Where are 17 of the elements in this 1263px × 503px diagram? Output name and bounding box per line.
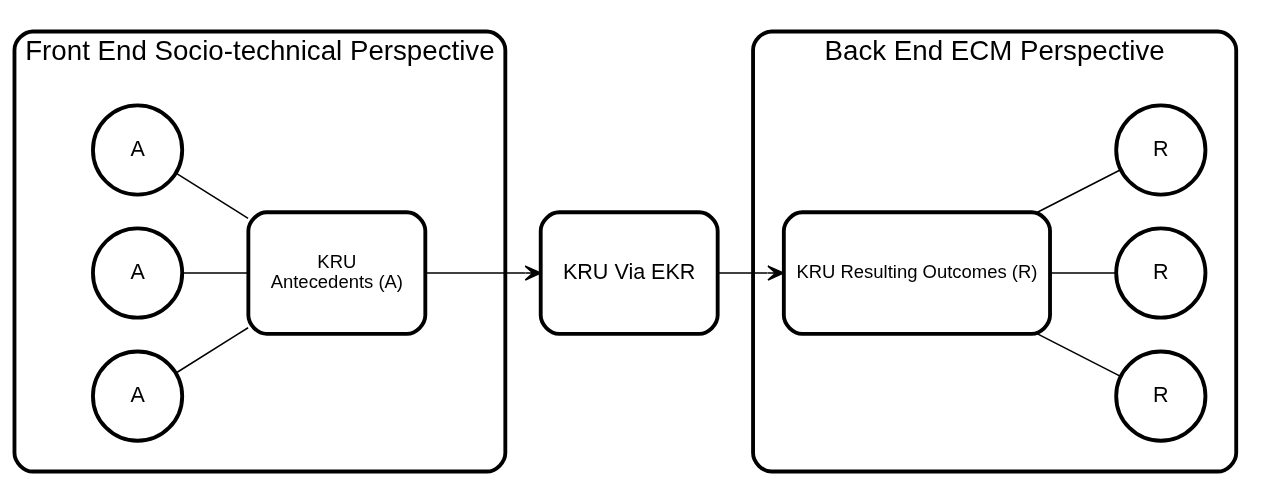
arrow	[716, 265, 785, 281]
node-circle: A	[91, 103, 185, 197]
node-box: KRU Via EKR	[538, 210, 720, 336]
node-box: KRU Resulting Outcomes (R)	[781, 210, 1052, 336]
node-circle: R	[1114, 349, 1208, 443]
node-circle: A	[91, 226, 185, 320]
node-box: KRU Antecedents (A)	[246, 210, 428, 336]
connector	[1036, 333, 1122, 378]
connector	[1036, 168, 1122, 213]
connector	[175, 172, 249, 220]
arrow	[424, 265, 542, 281]
node-circle: A	[91, 349, 185, 443]
node-circle: R	[1114, 226, 1208, 320]
node-circle: R	[1114, 103, 1208, 197]
connector	[175, 327, 249, 374]
connector	[1049, 272, 1117, 274]
connector	[181, 272, 249, 274]
